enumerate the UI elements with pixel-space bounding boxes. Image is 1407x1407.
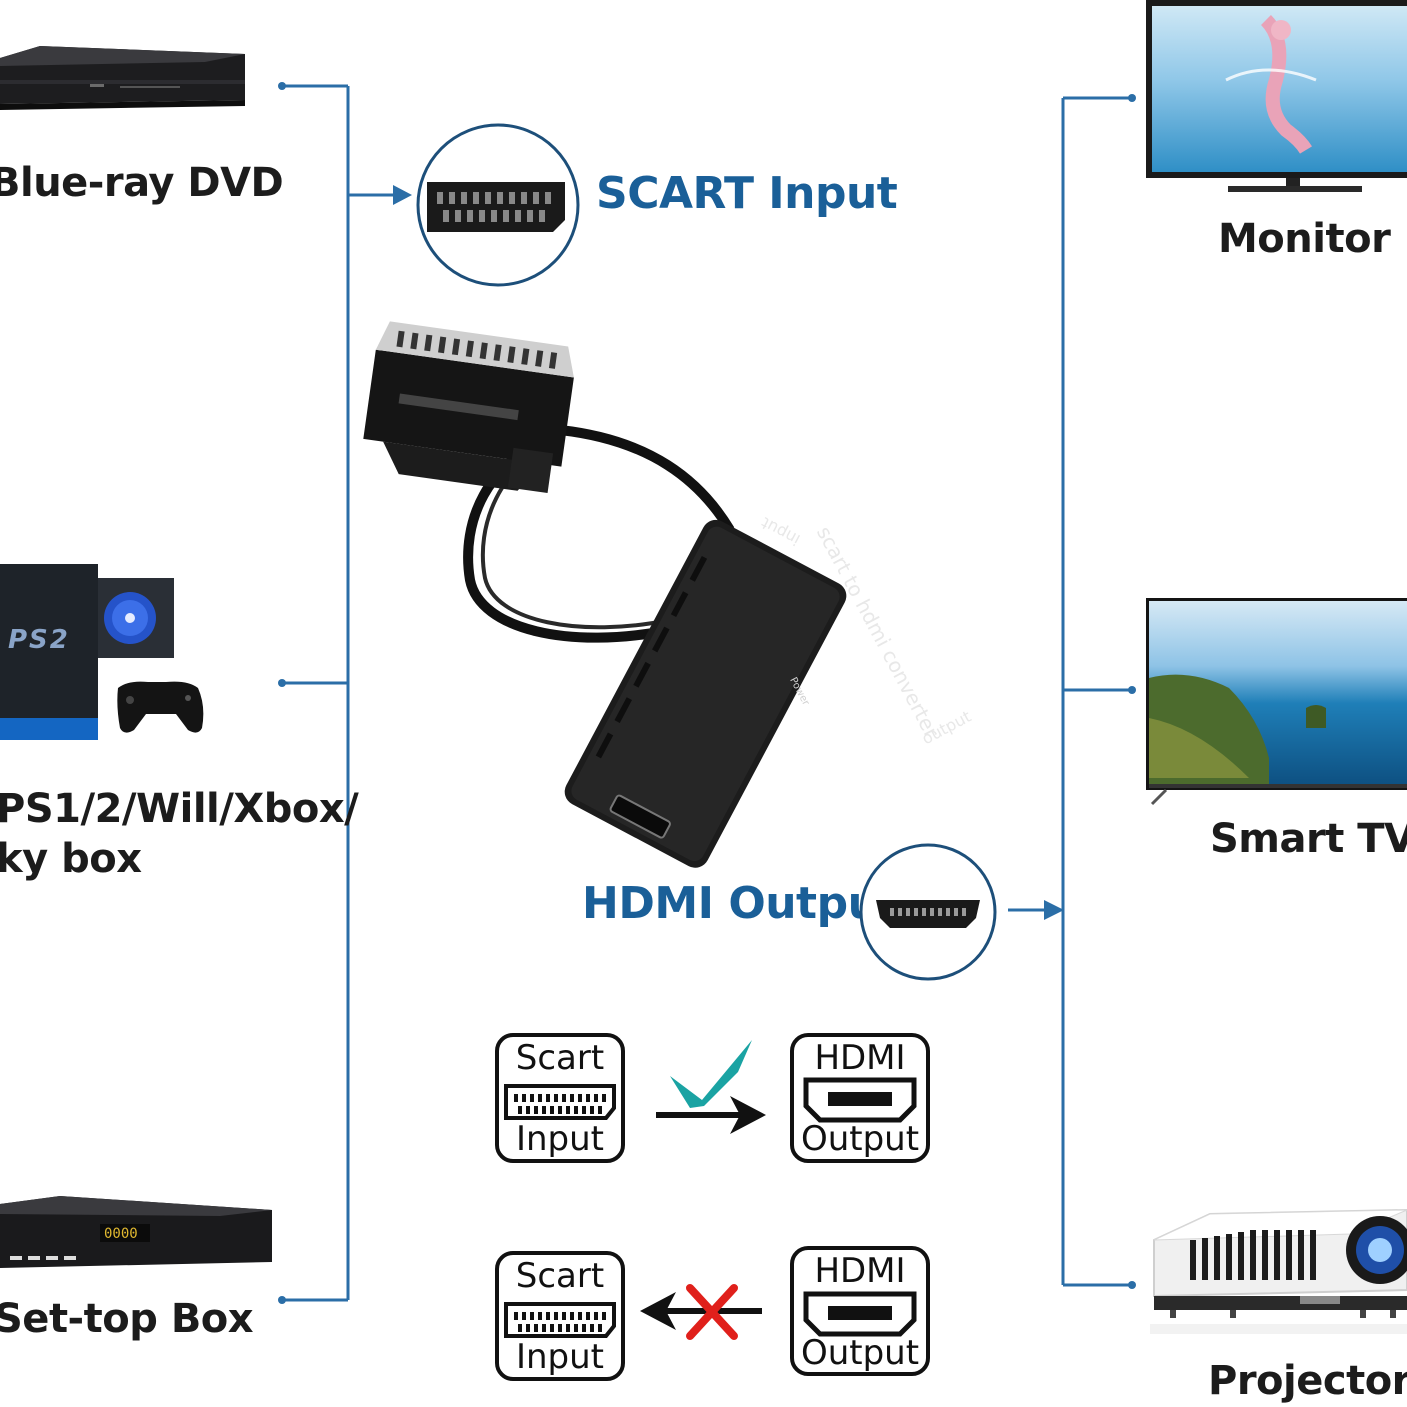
scart-box-bottom-text: Input	[516, 1337, 604, 1377]
hdmi-box-port-icon	[803, 1077, 917, 1123]
hdmi-box-port-icon	[803, 1291, 917, 1337]
scart-input-box	[495, 1033, 625, 1163]
scart-input-label: SCART Input	[596, 168, 898, 219]
display-label-smarttv: Smart TV	[1210, 816, 1407, 862]
check-icon	[670, 1040, 752, 1108]
monitor-icon	[1146, 0, 1407, 192]
scart-box-port-icon	[504, 1084, 616, 1120]
hdmi-output-label: HDMI Output	[582, 878, 899, 929]
set-top-box-icon	[0, 1196, 272, 1268]
set-top-box-display: 0000	[104, 1226, 138, 1242]
direction-row-unsupported: Scart Input HDMI Output	[495, 1246, 930, 1381]
hdmi-box-bottom-text: Output	[801, 1333, 919, 1373]
source-label-settop: Set-top Box	[0, 1296, 254, 1342]
source-label-bluray: Blue-ray DVD	[0, 160, 284, 206]
bluray-player-icon	[0, 46, 245, 110]
scart-to-hdmi-converter	[363, 321, 847, 868]
scart-box-bottom-text: Input	[516, 1119, 604, 1159]
hdmi-box-top-text: HDMI	[814, 1251, 905, 1291]
game-console-icon	[0, 564, 204, 740]
console-logo: PS2	[8, 625, 70, 655]
hdmi-port-icon	[859, 843, 997, 981]
direction-row-supported: Scart Input HDMI Output	[495, 1033, 930, 1163]
source-label-console-line2: ky box	[0, 836, 142, 882]
scart-port-icon	[416, 123, 580, 287]
scart-box-top-text: Scart	[516, 1256, 604, 1296]
scart-input-box	[495, 1251, 625, 1381]
smart-tv-icon	[1146, 598, 1407, 806]
scart-box-top-text: Scart	[516, 1038, 604, 1078]
hdmi-box-bottom-text: Output	[801, 1119, 919, 1159]
display-label-monitor: Monitor	[1218, 216, 1391, 262]
hdmi-box-top-text: HDMI	[814, 1038, 905, 1078]
cross-icon	[686, 1284, 738, 1340]
display-label-projector: Projector	[1208, 1358, 1407, 1404]
source-label-console-line1: PS1/2/Will/Xbox/	[0, 786, 359, 832]
projector-icon	[1150, 1208, 1407, 1334]
scart-box-port-icon	[504, 1302, 616, 1338]
